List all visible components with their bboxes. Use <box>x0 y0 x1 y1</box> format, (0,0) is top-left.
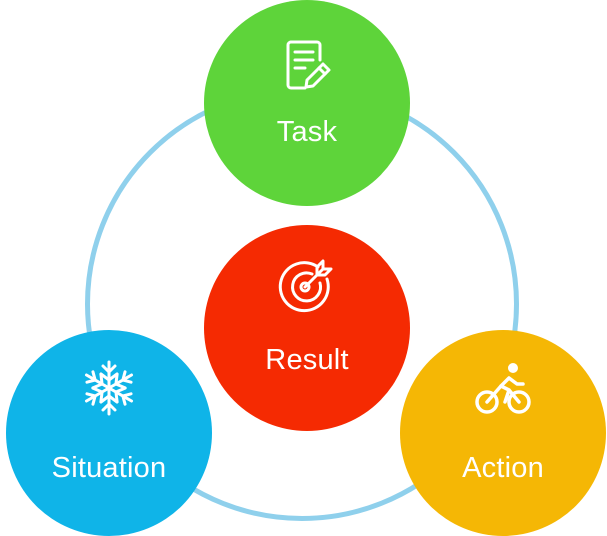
target-arrow-icon <box>278 259 333 313</box>
task-label: Task <box>276 116 338 148</box>
result-label: Result <box>265 344 349 376</box>
action-label: Action <box>462 452 544 484</box>
result-node: Result <box>204 225 410 431</box>
action-node: Action <box>400 330 606 536</box>
situation-label: Situation <box>51 452 167 484</box>
task-node: Task <box>204 0 410 206</box>
situation-node: Situation <box>6 330 212 536</box>
document-edit-icon <box>286 40 331 90</box>
snowflake-icon <box>80 360 138 416</box>
cyclist-icon <box>475 363 531 414</box>
